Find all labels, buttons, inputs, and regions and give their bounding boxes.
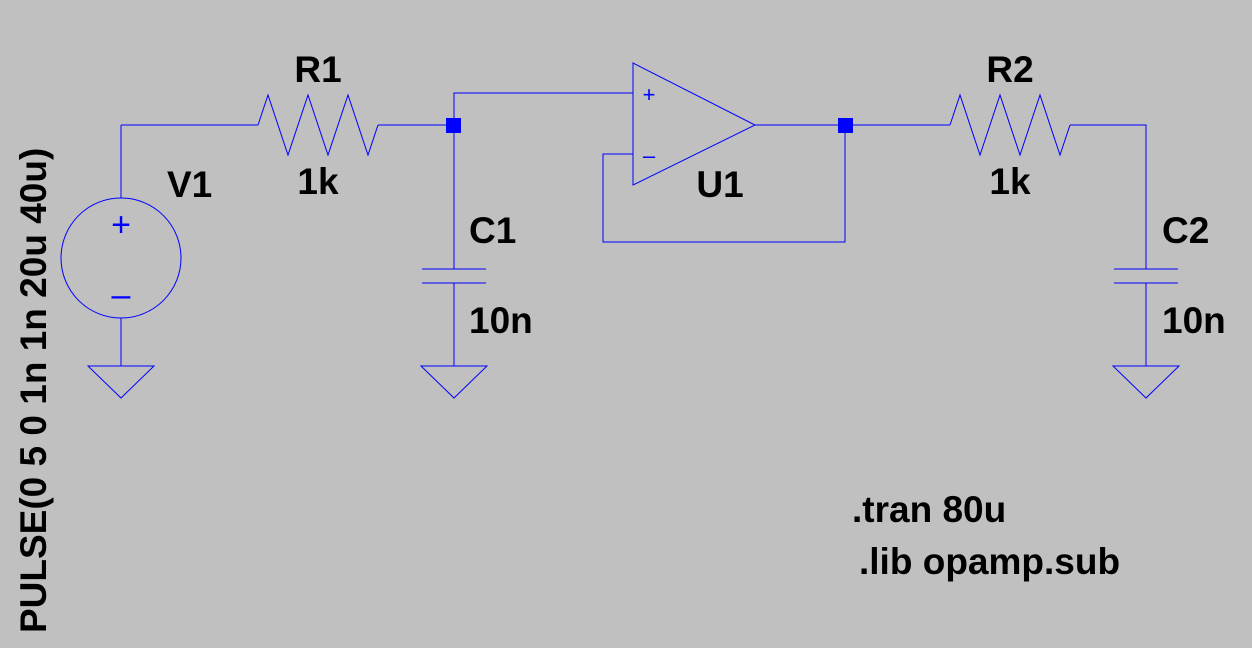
v1-value-label: PULSE(0 5 0 1n 1n 20u 40u) [13,148,54,633]
c2-name-label: C2 [1162,210,1209,251]
capacitor-c1[interactable] [422,268,486,284]
v1-plus-sign: + [111,206,131,244]
voltage-source-v1[interactable]: + – [60,125,182,366]
c1-value-label: 10n [469,300,533,341]
ground-symbol-v1 [86,365,156,399]
wire-node-to-u1-plus [453,92,633,125]
spice-directive-lib[interactable]: .lib opamp.sub [859,541,1120,582]
spice-directive-tran[interactable]: .tran 80u [852,489,1006,530]
v1-name-label: V1 [167,164,212,205]
r2-value-label: 1k [989,161,1031,202]
c2-value-label: 10n [1162,300,1226,341]
u1-name-label: U1 [696,164,743,205]
v1-minus-sign: – [112,276,131,314]
wire-r2-to-c2 [1070,124,1147,269]
junction-node-2 [838,118,853,133]
r2-name-label: R2 [986,49,1033,90]
resistor-r1-symbol [257,93,379,157]
ground-symbol-c1 [419,365,489,399]
capacitor-c2[interactable] [1114,268,1178,284]
r1-name-label: R1 [294,49,341,90]
resistor-r2-symbol [949,93,1071,157]
opamp-u1-symbol [632,62,757,186]
ground-symbol-c2 [1111,365,1181,399]
resistor-r1[interactable] [257,93,379,157]
opamp-u1[interactable]: + – [632,62,757,186]
u1-minus-sign: – [643,143,656,168]
u1-plus-sign: + [643,82,656,107]
c1-name-label: C1 [469,210,516,251]
wire-feedback-loop [602,125,846,243]
r1-value-label: 1k [297,161,339,202]
resistor-r2[interactable] [949,93,1071,157]
